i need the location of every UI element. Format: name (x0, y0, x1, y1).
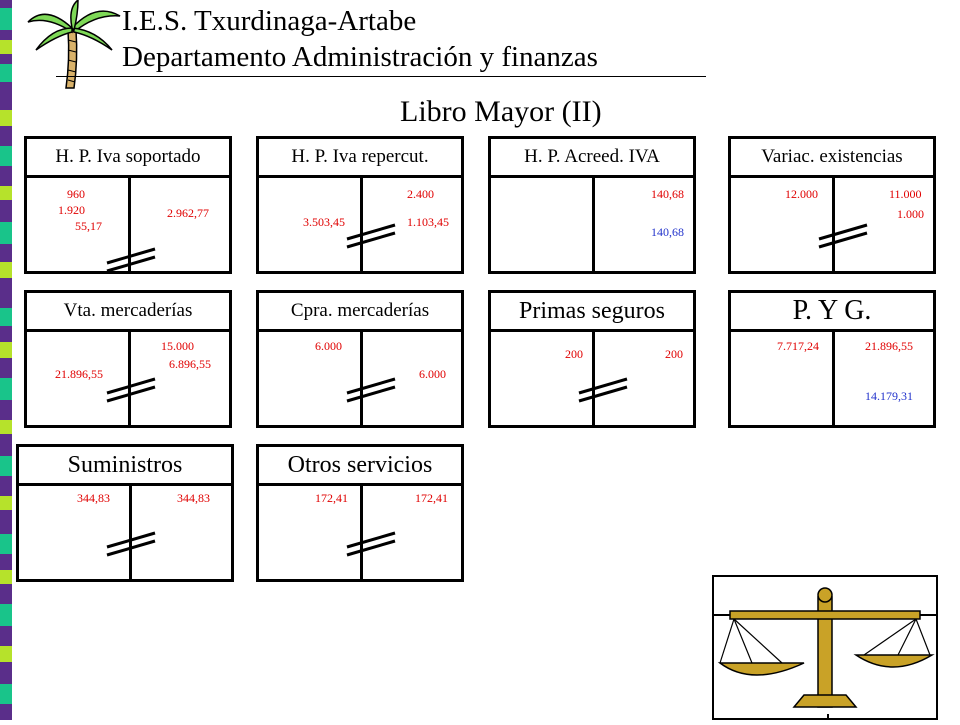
account-title: Variac. existencias (731, 139, 933, 178)
left-decorative-strip (0, 0, 12, 720)
account-title: Suministros (19, 447, 231, 486)
credit-balance: 14.179,31 (865, 389, 913, 403)
t-account-compra-mercaderias: Cpra. mercaderías 6.000 6.000 (256, 290, 464, 428)
t-divider (128, 329, 131, 425)
double-slash-icon (346, 531, 396, 557)
debit-entry: 21.896,55 (55, 367, 103, 381)
t-account-acreedor-iva: H. P. Acreed. IVA 140,68 140,68 (488, 136, 696, 274)
debit-entry: 6.000 (315, 339, 342, 353)
debit-entry: 172,41 (315, 491, 348, 505)
t-account-primas-seguros: Primas seguros 200 200 (488, 290, 696, 428)
account-title: P. Y G. (731, 293, 933, 332)
t-account-suministros: Suministros 344,83 344,83 (16, 444, 234, 582)
balance-scale-icon (712, 575, 938, 720)
debit-entry: 344,83 (77, 491, 110, 505)
credit-entry: 2.400 (407, 187, 434, 201)
account-title: Cpra. mercaderías (259, 293, 461, 332)
credit-entry: 21.896,55 (865, 339, 913, 353)
account-title: H. P. Iva soportado (27, 139, 229, 178)
credit-entry: 140,68 (651, 187, 684, 201)
account-title: H. P. Iva repercut. (259, 139, 461, 178)
debit-entry: 960 (67, 187, 85, 201)
t-account-iva-repercutido: H. P. Iva repercut. 3.503,45 2.400 1.103… (256, 136, 464, 274)
double-slash-icon (578, 377, 628, 403)
double-slash-icon (346, 223, 396, 249)
t-account-perdidas-ganancias: P. Y G. 7.717,24 21.896,55 14.179,31 (728, 290, 936, 428)
t-divider (592, 175, 595, 271)
credit-entry: 200 (665, 347, 683, 361)
t-divider (592, 329, 595, 425)
t-divider (129, 483, 132, 579)
debit-entry: 12.000 (785, 187, 818, 201)
t-account-variacion-existencias: Variac. existencias 12.000 11.000 1.000 (728, 136, 936, 274)
debit-entry: 200 (565, 347, 583, 361)
debit-entry: 55,17 (75, 219, 102, 233)
credit-entry: 344,83 (177, 491, 210, 505)
t-divider (128, 175, 131, 271)
t-divider (360, 175, 363, 271)
page-title: Libro Mayor (II) (400, 95, 602, 128)
t-divider (832, 329, 835, 425)
account-title: Otros servicios (259, 447, 461, 486)
account-title: Vta. mercaderías (27, 293, 229, 332)
credit-balance: 140,68 (651, 225, 684, 239)
credit-entry: 11.000 (889, 187, 922, 201)
double-slash-icon (106, 531, 156, 557)
header-divider (56, 76, 706, 77)
debit-entry: 7.717,24 (777, 339, 819, 353)
double-slash-icon (106, 247, 156, 273)
double-slash-icon (106, 377, 156, 403)
credit-entry: 172,41 (415, 491, 448, 505)
credit-entry: 6.000 (419, 367, 446, 381)
credit-entry: 6.896,55 (169, 357, 211, 371)
credit-entry: 15.000 (161, 339, 194, 353)
t-divider (832, 175, 835, 271)
t-account-otros-servicios: Otros servicios 172,41 172,41 (256, 444, 464, 582)
school-name: I.E.S. Txurdinaga-Artabe (122, 5, 417, 37)
department-name: Departamento Administración y finanzas (122, 41, 598, 73)
credit-entry: 1.000 (897, 207, 924, 221)
palm-tree-icon (26, 0, 122, 92)
t-account-iva-soportado: H. P. Iva soportado 960 1.920 55,17 2.96… (24, 136, 232, 274)
t-divider (360, 329, 363, 425)
credit-entry: 1.103,45 (407, 215, 449, 229)
credit-entry: 2.962,77 (167, 206, 209, 220)
account-title: Primas seguros (491, 293, 693, 332)
t-divider (360, 483, 363, 579)
double-slash-icon (346, 377, 396, 403)
debit-entry: 3.503,45 (303, 215, 345, 229)
t-account-venta-mercaderias: Vta. mercaderías 21.896,55 15.000 6.896,… (24, 290, 232, 428)
debit-entry: 1.920 (58, 203, 85, 217)
account-title: H. P. Acreed. IVA (491, 139, 693, 178)
double-slash-icon (818, 223, 868, 249)
